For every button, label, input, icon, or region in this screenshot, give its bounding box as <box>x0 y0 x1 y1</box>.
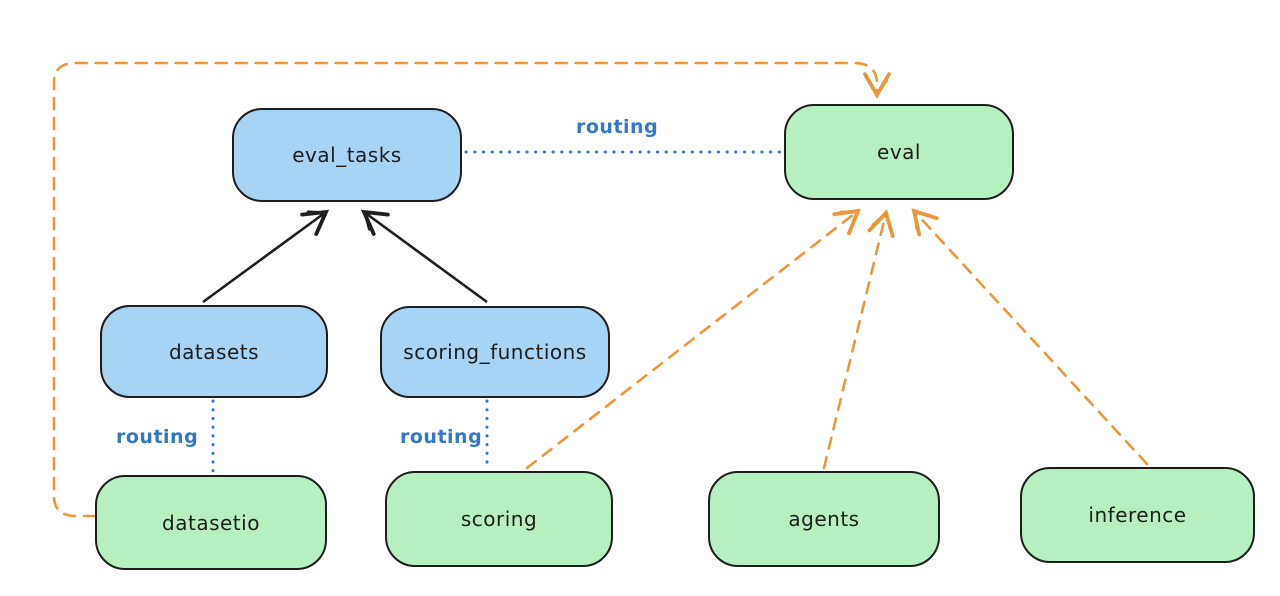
node-scoring-functions-label: scoring_functions <box>403 340 587 364</box>
node-scoring-label: scoring <box>460 507 538 531</box>
edge-datasets-to-eval-tasks <box>202 209 330 304</box>
edge-agents-to-eval <box>822 209 895 470</box>
node-datasets[interactable]: datasets <box>100 305 328 398</box>
edge-label-routing-datasets-datasetio: routing <box>116 426 199 448</box>
node-scoring[interactable]: scoring <box>385 471 613 567</box>
node-eval-tasks-label: eval_tasks <box>292 143 402 167</box>
node-eval-label: eval <box>877 140 921 164</box>
edge-scoring-to-eval <box>525 208 862 470</box>
node-agents[interactable]: agents <box>708 471 940 567</box>
node-agents-label: agents <box>788 507 860 531</box>
edge-label-routing-eval-tasks-eval: routing <box>576 116 659 138</box>
edge-datasetio-to-eval <box>52 61 891 518</box>
node-datasetio[interactable]: datasetio <box>95 475 327 570</box>
edge-scoring-functions-to-eval-tasks <box>360 209 488 304</box>
edge-label-routing-scoring-functions-scoring: routing <box>400 426 483 448</box>
node-scoring-functions[interactable]: scoring_functions <box>380 306 610 398</box>
node-inference-label: inference <box>1088 503 1187 527</box>
node-datasetio-label: datasetio <box>162 510 260 535</box>
node-eval[interactable]: eval <box>784 104 1014 200</box>
node-eval-tasks[interactable]: eval_tasks <box>232 108 462 202</box>
node-datasets-label: datasets <box>168 339 260 364</box>
node-inference[interactable]: inference <box>1020 467 1255 563</box>
edge-inference-to-eval <box>911 208 1149 466</box>
